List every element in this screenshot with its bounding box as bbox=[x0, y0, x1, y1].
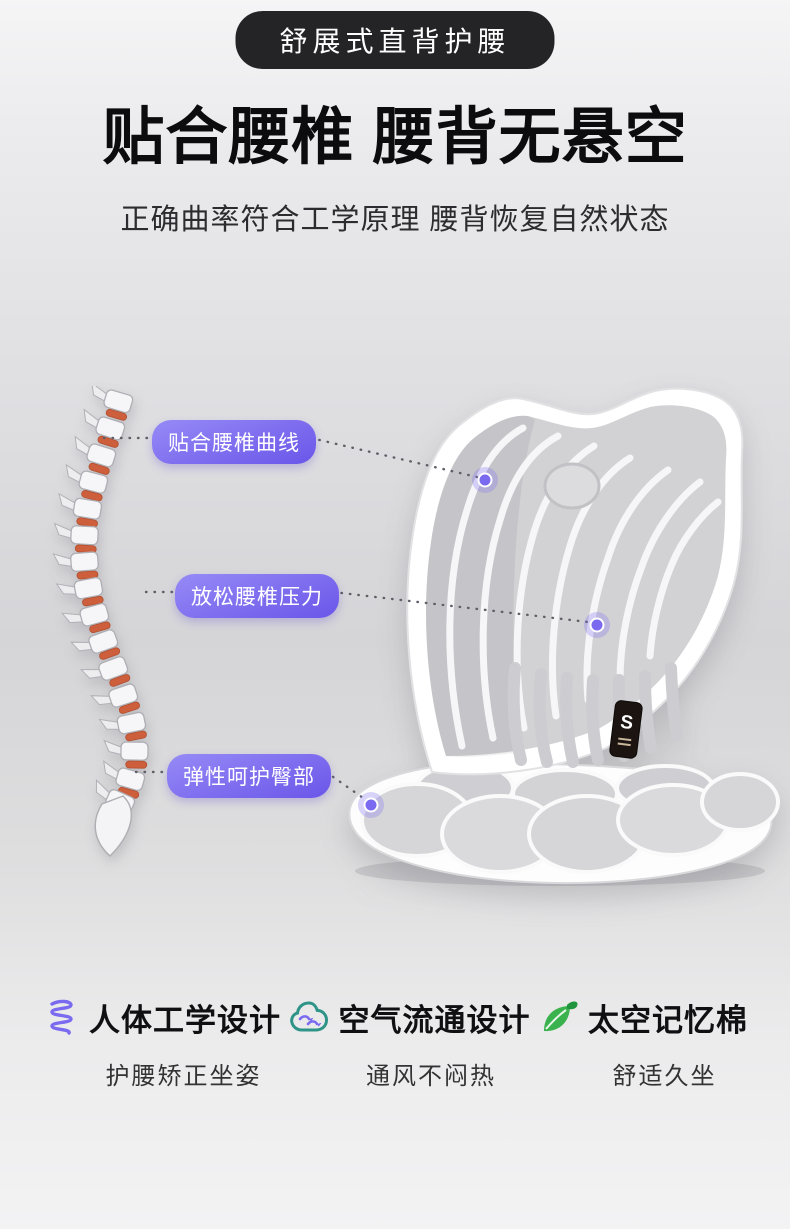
posture-seat-product: S bbox=[348, 387, 780, 886]
vertebrae-column bbox=[52, 386, 149, 815]
feature-title: 人体工学设计 bbox=[89, 1003, 281, 1038]
grip-hole bbox=[543, 462, 601, 510]
seat-front-cushions bbox=[360, 772, 780, 874]
lower-ribs bbox=[507, 662, 683, 768]
feature-memory-foam: 太空记忆棉 舒适久坐 bbox=[537, 995, 748, 1091]
backrest-fabric bbox=[426, 405, 727, 756]
feature-subtitle: 通风不闷热 bbox=[366, 1063, 496, 1090]
spine-illustration bbox=[52, 386, 149, 857]
feature-subtitle: 舒适久坐 bbox=[612, 1063, 717, 1090]
feature-subtitle: 护腰矫正坐姿 bbox=[105, 1063, 262, 1090]
spring-coil-icon bbox=[50, 999, 73, 1035]
page-title: 贴合腰椎 腰背无悬空 bbox=[102, 103, 688, 172]
feature-airflow: 空气流通设计 通风不闷热 bbox=[288, 995, 531, 1091]
feature-title: 空气流通设计 bbox=[338, 1003, 531, 1038]
brand-tag: S bbox=[609, 700, 643, 759]
brand-letter: S bbox=[619, 712, 634, 734]
callout-pill-lumbar-curve: 贴合腰椎曲线 bbox=[152, 420, 316, 464]
feature-title: 太空记忆棉 bbox=[588, 1003, 748, 1038]
feature-ergonomic: 人体工学设计 护腰矫正坐姿 bbox=[42, 995, 281, 1091]
sacrum bbox=[94, 795, 132, 857]
page-subtitle: 正确曲率符合工学原理 腰背恢复自然状态 bbox=[120, 204, 670, 236]
category-badge: 舒展式直背护腰 bbox=[235, 11, 555, 69]
airflow-icon bbox=[289, 1000, 328, 1031]
leaf-icon bbox=[544, 1000, 578, 1031]
feature-row: 人体工学设计 护腰矫正坐姿 空气流通设计 通风 bbox=[42, 995, 748, 1091]
callout-pill-hip-support: 弹性呵护臀部 bbox=[167, 754, 331, 798]
callout-pill-lumbar-pressure: 放松腰椎压力 bbox=[175, 574, 339, 618]
